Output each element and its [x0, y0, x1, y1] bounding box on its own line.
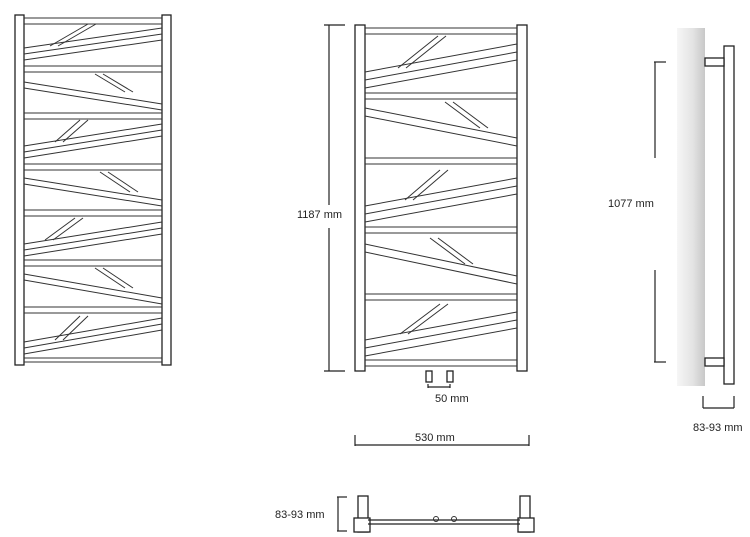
front-view-valve-left [425, 370, 433, 383]
axis-height-dimension-line [654, 61, 666, 363]
connection-spacing-dimension [427, 384, 451, 388]
radiator-top-view: 83-93 mm [275, 495, 535, 533]
axis-height-label: 1077 mm [608, 198, 654, 210]
side-view-bracket-bottom [704, 357, 725, 367]
left-view-bars [23, 17, 163, 363]
front-view-bars [364, 27, 518, 367]
side-depth-label: 83-93 mm [693, 422, 743, 434]
height-dimension-line [324, 24, 345, 372]
connection-spacing-label: 50 mm [435, 393, 469, 405]
left-view-left-rail [14, 14, 25, 366]
radiator-side-view: 1077 mm 83-93 mm [608, 28, 743, 434]
front-view-left-rail [354, 24, 366, 372]
bottom-depth-label: 83-93 mm [275, 509, 325, 521]
top-view-valve-left [433, 516, 439, 522]
top-view-valve-right [451, 516, 457, 522]
left-view-right-rail [161, 14, 172, 366]
wall [677, 28, 705, 386]
height-total-label: 1187 mm [297, 209, 342, 221]
side-view-rail [723, 45, 735, 385]
top-view-right-foot [517, 517, 535, 533]
radiator-left-view [14, 14, 172, 366]
bottom-depth-dimension-line [337, 496, 347, 532]
front-view-valve-right [446, 370, 454, 383]
radiator-front-view: 1187 mm 50 mm 530 mm [297, 24, 530, 446]
width-total-label: 530 mm [415, 432, 455, 444]
side-view-bracket-top [704, 57, 725, 67]
front-view-right-rail [516, 24, 528, 372]
top-view-left-foot [353, 517, 371, 533]
width-dimension-line [354, 435, 530, 446]
side-depth-dimension-line [702, 396, 735, 409]
